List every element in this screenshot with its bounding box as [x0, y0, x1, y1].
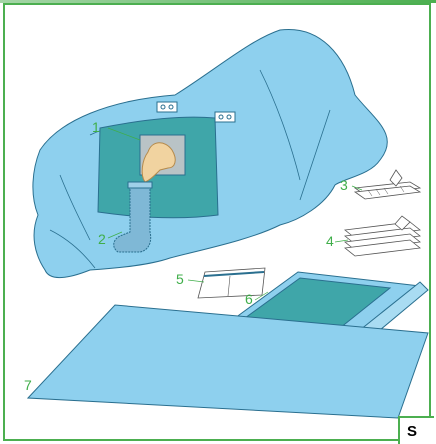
label-3: 3 — [340, 177, 348, 193]
item-5-label-sheet — [197, 267, 266, 299]
label-2: 2 — [98, 231, 106, 247]
clip-right — [214, 111, 236, 123]
figure-frame — [3, 3, 431, 441]
label-4: 4 — [326, 233, 334, 249]
label-1: 1 — [92, 119, 100, 135]
label-7: 7 — [24, 377, 32, 393]
section-badge: S — [398, 416, 434, 444]
top-accent-bar — [0, 0, 436, 3]
stockinette-sleeve — [113, 184, 152, 253]
label-5: 5 — [176, 271, 184, 287]
item-3-tapes — [353, 169, 422, 200]
foot — [141, 142, 176, 183]
clip-left — [156, 101, 178, 113]
item-4-stack — [344, 215, 421, 257]
item-7-flat-sheet — [26, 304, 429, 419]
label-6: 6 — [245, 291, 253, 307]
